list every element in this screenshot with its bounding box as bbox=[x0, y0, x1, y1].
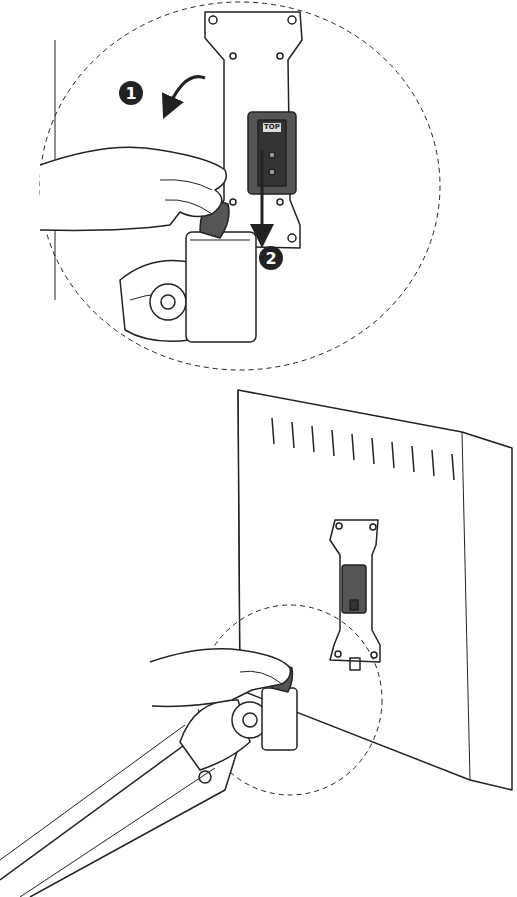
vent-slot bbox=[292, 422, 294, 448]
vent-slot bbox=[372, 438, 374, 464]
vent-slot bbox=[392, 442, 394, 468]
plate-mark: TOP bbox=[263, 123, 281, 132]
vent-slot bbox=[332, 430, 334, 456]
vent-slot bbox=[412, 446, 414, 472]
callout-number: 2 bbox=[259, 246, 283, 270]
vent-slot bbox=[432, 450, 434, 476]
vent-slot bbox=[312, 426, 314, 452]
vent-slot bbox=[452, 454, 454, 480]
vent-slot bbox=[272, 418, 274, 444]
callout-number: 1 bbox=[119, 81, 143, 105]
vent-slot bbox=[352, 434, 354, 460]
